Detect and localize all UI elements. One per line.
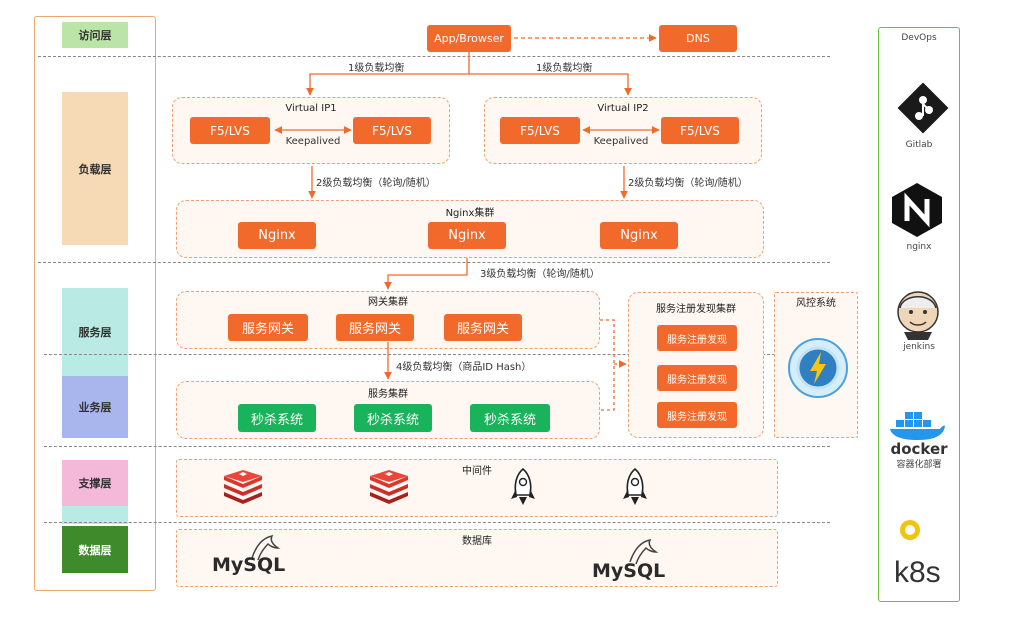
registry-node-1[interactable]: 服务注册发现 — [657, 325, 737, 351]
docker-wordmark: docker — [890, 440, 948, 458]
rocketmq-icon — [623, 467, 647, 505]
seckill-node-3[interactable]: 秒杀系统 — [470, 404, 550, 432]
database-title: 数据库 — [462, 536, 492, 547]
separator-load — [38, 262, 830, 263]
gitlab-label: Gitlab — [905, 140, 933, 150]
docker-label: 容器化部署 — [896, 460, 942, 470]
vip2-keepalived-label: Keepalived — [593, 136, 649, 147]
redis-icon — [224, 470, 262, 504]
gitlab-icon — [897, 82, 949, 134]
service-cluster-title: 服务集群 — [368, 389, 408, 400]
nginx-node-1[interactable]: Nginx — [238, 222, 316, 249]
vip1-lvs-left[interactable]: F5/LVS — [190, 117, 270, 144]
nginx-cluster-title: Nginx集群 — [445, 208, 495, 219]
lb2-right-label: 2级负载均衡（轮询/随机） — [628, 178, 748, 189]
vip2-lvs-right[interactable]: F5/LVS — [661, 117, 739, 144]
risk-title: 风控系统 — [796, 298, 836, 309]
separator-business — [44, 446, 830, 447]
registry-node-2[interactable]: 服务注册发现 — [657, 365, 737, 391]
separator-access — [38, 56, 830, 57]
gateway-node-2[interactable]: 服务网关 — [336, 314, 414, 341]
registry-node-3[interactable]: 服务注册发现 — [657, 402, 737, 428]
layer-load: 负载层 — [62, 92, 128, 245]
vip2-title: Virtual IP2 — [597, 103, 649, 114]
gateway-cluster-title: 网关集群 — [368, 297, 408, 308]
middleware-cluster — [176, 459, 778, 517]
database-cluster — [176, 529, 778, 587]
layer-support-tail — [62, 506, 128, 524]
layer-business: 业务层 — [62, 376, 128, 438]
dns-node[interactable]: DNS — [659, 25, 737, 52]
jenkins-label: jenkins — [903, 342, 935, 352]
lb3-label: 3级负载均衡（轮询/随机） — [480, 269, 600, 280]
registry-cluster-title: 服务注册发现集群 — [656, 304, 736, 315]
lb2-left-label: 2级负载均衡（轮询/随机） — [316, 178, 436, 189]
vip1-keepalived-label: Keepalived — [285, 136, 341, 147]
layer-access: 访问层 — [62, 22, 128, 48]
lb1-left-label: 1级负载均衡 — [348, 63, 405, 74]
middleware-title: 中间件 — [462, 466, 492, 477]
seckill-node-2[interactable]: 秒杀系统 — [354, 404, 432, 432]
layers-frame — [34, 16, 156, 591]
app-browser-node[interactable]: App/Browser — [427, 25, 511, 52]
vip1-lvs-right[interactable]: F5/LVS — [353, 117, 431, 144]
nginx-node-2[interactable]: Nginx — [428, 222, 506, 249]
layer-service: 服务层 — [62, 288, 128, 376]
lb1-right-label: 1级负载均衡 — [536, 63, 593, 74]
risk-shield-icon — [788, 338, 848, 398]
devops-title: DevOps — [901, 33, 937, 43]
separator-support — [44, 522, 830, 523]
layer-data: 数据层 — [62, 526, 128, 573]
redis-icon — [370, 470, 408, 504]
seckill-node-1[interactable]: 秒杀系统 — [238, 404, 316, 432]
jenkins-icon — [897, 291, 939, 340]
nginx-icon — [892, 183, 942, 237]
lb4-label: 4级负载均衡（商品ID Hash） — [396, 362, 532, 373]
k8s-label: k8s — [894, 556, 941, 589]
mysql-node-2: MySQL — [592, 560, 666, 582]
k8s-icon — [900, 520, 920, 540]
vip1-title: Virtual IP1 — [285, 103, 337, 114]
mysql-dolphin-icon — [251, 534, 281, 561]
docker-icon — [890, 412, 945, 440]
gateway-node-1[interactable]: 服务网关 — [228, 314, 308, 341]
mysql-dolphin-icon — [629, 538, 659, 565]
vip2-lvs-left[interactable]: F5/LVS — [500, 117, 580, 144]
nginx-node-3[interactable]: Nginx — [600, 222, 678, 249]
mysql-node-1: MySQL — [212, 554, 286, 576]
separator-service — [44, 354, 830, 355]
layer-support: 支撑层 — [62, 460, 128, 506]
gateway-node-3[interactable]: 服务网关 — [444, 314, 522, 341]
rocketmq-icon — [511, 467, 535, 505]
nginx-label: nginx — [906, 242, 932, 252]
